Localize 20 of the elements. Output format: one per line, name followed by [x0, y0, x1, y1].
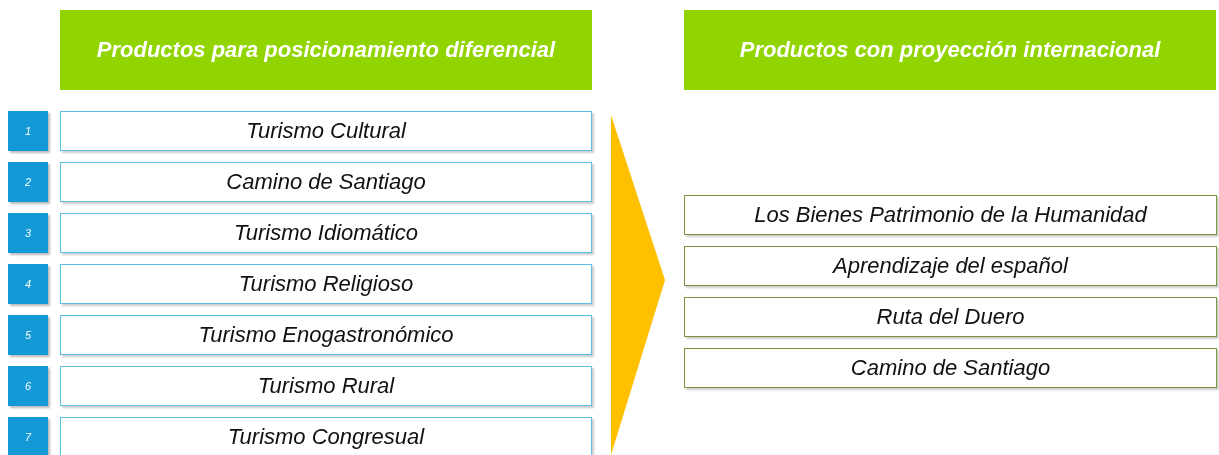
number-square: 6 — [8, 366, 48, 406]
list-item-box: Turismo Religioso — [60, 264, 592, 304]
number-square: 4 — [8, 264, 48, 304]
list-item-box: Ruta del Duero — [684, 297, 1217, 337]
list-item-box: Turismo Idiomático — [60, 213, 592, 253]
list-item-box: Turismo Enogastronómico — [60, 315, 592, 355]
number-square: 3 — [8, 213, 48, 253]
list-item-box: Los Bienes Patrimonio de la Humanidad — [684, 195, 1217, 235]
list-item-box: Camino de Santiago — [684, 348, 1217, 388]
number-square: 5 — [8, 315, 48, 355]
list-item-box: Turismo Congresual — [60, 417, 592, 455]
header-band: Productos con proyección internacional — [684, 10, 1216, 90]
header-band: Productos para posicionamiento diferencial — [60, 10, 592, 90]
list-item-box: Turismo Rural — [60, 366, 592, 406]
number-square: 2 — [8, 162, 48, 202]
list-item-box: Camino de Santiago — [60, 162, 592, 202]
list-item-box: Turismo Cultural — [60, 111, 592, 151]
list-item-box: Aprendizaje del español — [684, 246, 1217, 286]
number-square: 1 — [8, 111, 48, 151]
number-square: 7 — [8, 417, 48, 455]
